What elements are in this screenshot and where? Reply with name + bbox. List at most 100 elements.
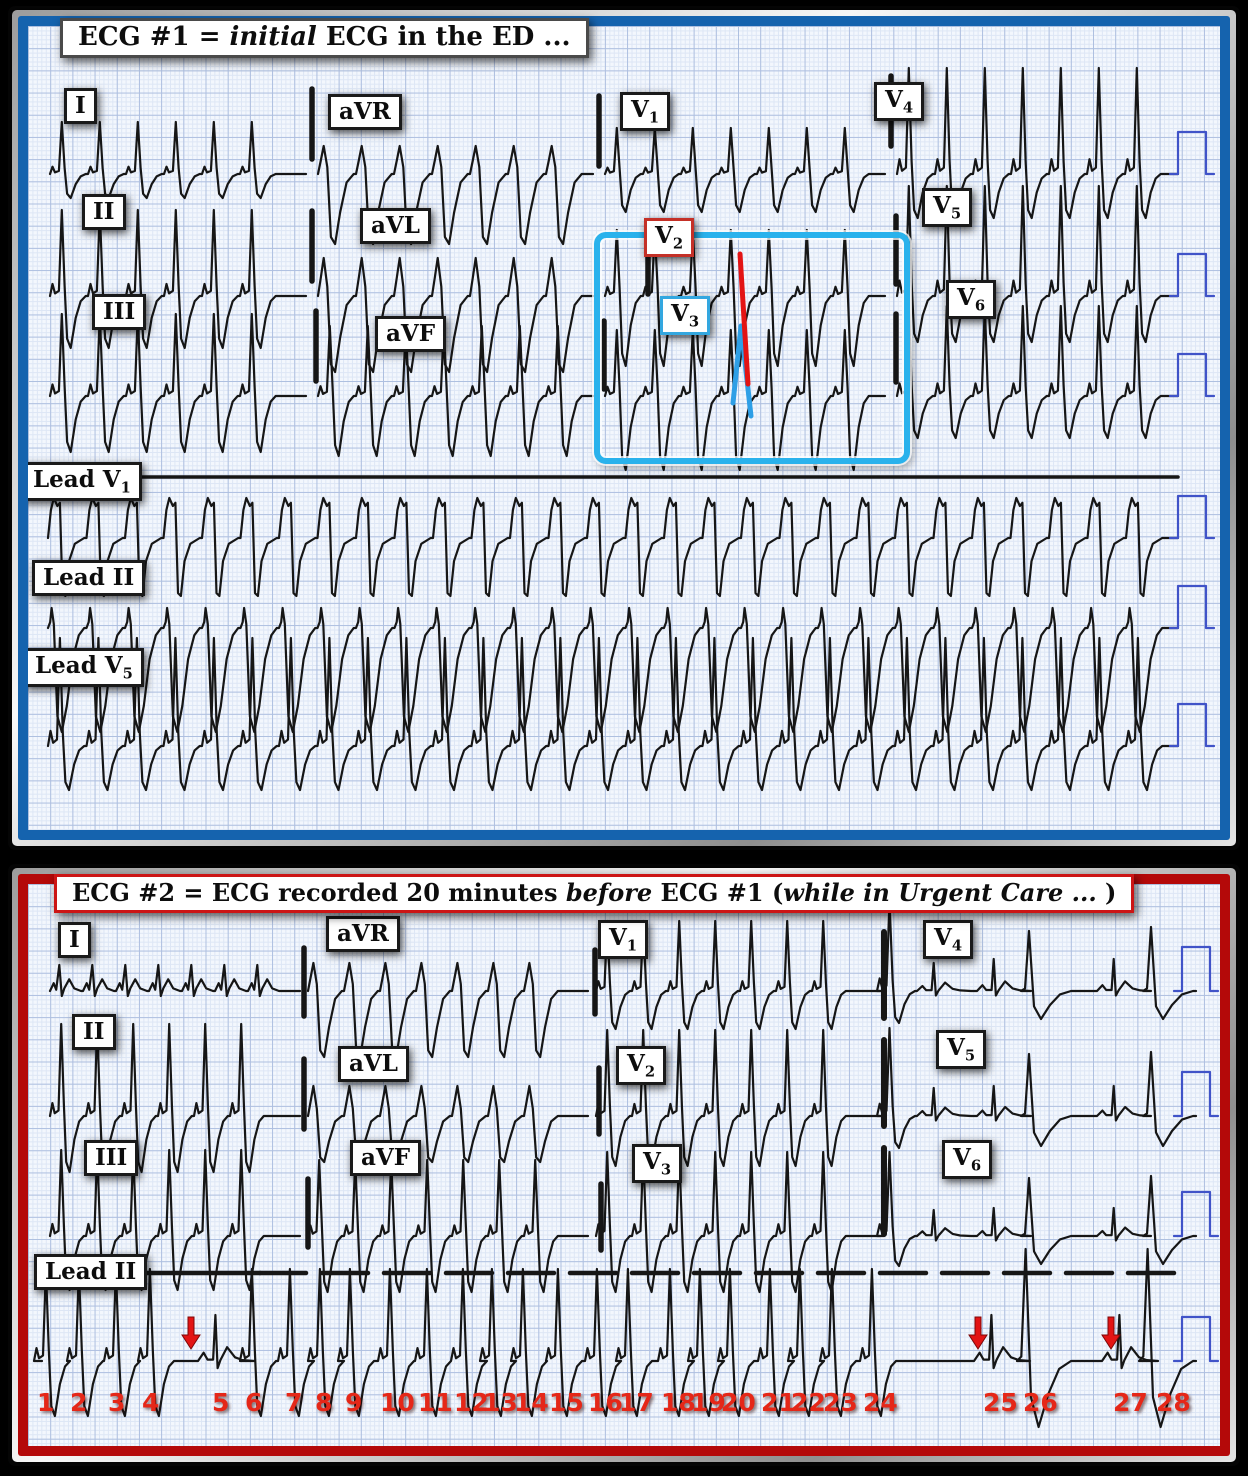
lead-label-subscript: 3 — [688, 313, 700, 331]
lead-label-text: aVR — [339, 98, 391, 125]
ecg-trace — [48, 208, 308, 350]
lead-label-text: aVF — [386, 320, 436, 347]
lead-label-II: II — [72, 1014, 116, 1050]
ecg-trace — [48, 963, 302, 998]
lead-label-subscript: 2 — [644, 1063, 656, 1081]
title-text: ECG #2 = ECG recorded 20 minutes — [72, 878, 566, 907]
ecg-trace — [316, 256, 595, 374]
beat-number-27: 27 — [1113, 1388, 1148, 1417]
lead-label-text: II — [83, 1018, 105, 1045]
ecg2-panel: ECG #2 = ECG recorded 20 minutes before … — [8, 864, 1240, 1466]
beat-number-25: 25 — [983, 1388, 1018, 1417]
lead-label-text: V — [953, 1144, 971, 1171]
beat-number-11: 11 — [418, 1388, 453, 1417]
lead-label-text: Lead II — [45, 1258, 137, 1285]
title-text: ECG in the ED ... — [316, 22, 571, 52]
red-down-arrow — [181, 1316, 201, 1350]
ecg2-trace-canvas — [32, 899, 1220, 1429]
lead-label-text: V — [627, 1050, 645, 1077]
ecg-trace — [594, 1150, 882, 1294]
beat-number-4: 4 — [142, 1388, 160, 1417]
lead-label-text: aVR — [337, 920, 389, 947]
lead-label-aVR: aVR — [326, 916, 400, 952]
lead-label-V5: V5 — [936, 1030, 987, 1069]
lead-label-V4: V4 — [923, 920, 974, 959]
beat-number-24: 24 — [863, 1388, 898, 1417]
title-text: initial — [229, 22, 317, 52]
beat-number-1: 1 — [37, 1388, 55, 1417]
beat-number-5: 5 — [212, 1388, 230, 1417]
lead-label-subscript: 4 — [951, 937, 963, 955]
lead-label-Lead-II: Lead II — [34, 1254, 148, 1290]
lead-label-text: II — [93, 198, 115, 225]
beat-number-20: 20 — [721, 1388, 756, 1417]
beat-number-6: 6 — [245, 1388, 263, 1417]
lead-label-V6: V6 — [946, 280, 997, 319]
title-text: ECG #1 = — [78, 22, 230, 52]
lead-label-Lead-II: Lead II — [32, 560, 146, 596]
ecg-trace — [48, 1148, 302, 1292]
calibration-pulse — [1168, 584, 1216, 630]
ecg-trace — [46, 606, 1180, 734]
beat-number-18: 18 — [661, 1388, 696, 1417]
lead-label-subscript: 6 — [970, 1157, 982, 1175]
lead-label-II: II — [82, 194, 126, 230]
ecg-trace — [48, 1022, 302, 1174]
beat-number-23: 23 — [823, 1388, 858, 1417]
lead-label-subscript: 5 — [964, 1047, 976, 1065]
lead-label-I: I — [58, 922, 91, 958]
title-text: ECG #1 ( — [652, 878, 784, 907]
lead-label-V2: V2 — [644, 218, 695, 257]
lead-label-subscript: 5 — [950, 205, 962, 223]
ecg-trace — [48, 120, 308, 200]
lead-label-text: V — [885, 86, 903, 113]
lead-label-V2: V2 — [616, 1046, 667, 1085]
lead-label-aVL: aVL — [360, 208, 431, 244]
calibration-pulse — [1172, 1315, 1220, 1363]
beat-number-13: 13 — [483, 1388, 518, 1417]
lead-label-text: aVL — [371, 212, 420, 239]
beat-number-26: 26 — [1023, 1388, 1058, 1417]
lead-label-text: Lead V — [33, 466, 121, 493]
lead-label-aVF: aVF — [350, 1140, 422, 1176]
lead-label-subscript: 4 — [902, 99, 914, 117]
lead-label-subscript: 2 — [672, 235, 684, 253]
lead-label-text: aVF — [361, 1144, 411, 1171]
lead-label-aVR: aVR — [328, 94, 402, 130]
beat-number-10: 10 — [380, 1388, 415, 1417]
ecg-trace — [306, 1158, 590, 1294]
ecg-trace — [603, 126, 887, 214]
ecg-trace — [46, 496, 1180, 598]
ecg-trace — [895, 66, 1180, 220]
calibration-pulse — [1172, 1070, 1220, 1118]
lead-label-text: III — [95, 1144, 128, 1171]
lead-label-text: V — [933, 192, 951, 219]
lead-label-aVF: aVF — [375, 316, 447, 352]
lead-label-Lead-V1: Lead V1 — [28, 462, 142, 501]
beat-number-3: 3 — [108, 1388, 126, 1417]
beat-number-28: 28 — [1156, 1388, 1191, 1417]
title-text: ) — [1096, 878, 1117, 907]
lead-label-text: V — [631, 96, 649, 123]
ecg-trace — [306, 961, 590, 1059]
lead-label-text: V — [947, 1034, 965, 1061]
ecg-trace — [875, 1150, 1198, 1268]
calibration-pulse — [1168, 702, 1216, 748]
ecg-trace — [306, 1084, 590, 1164]
lead-label-subscript: 1 — [120, 479, 131, 497]
ecg-trace — [46, 636, 1180, 792]
beat-number-8: 8 — [315, 1388, 333, 1417]
lead-label-text: I — [75, 92, 86, 119]
beat-number-2: 2 — [70, 1388, 88, 1417]
lead-label-text: III — [103, 298, 136, 325]
calibration-pulse — [1168, 494, 1216, 540]
ecg-trace — [32, 1247, 1198, 1429]
beat-number-22: 22 — [791, 1388, 826, 1417]
lead-label-text: V — [609, 924, 627, 951]
lead-label-V6: V6 — [942, 1140, 993, 1179]
